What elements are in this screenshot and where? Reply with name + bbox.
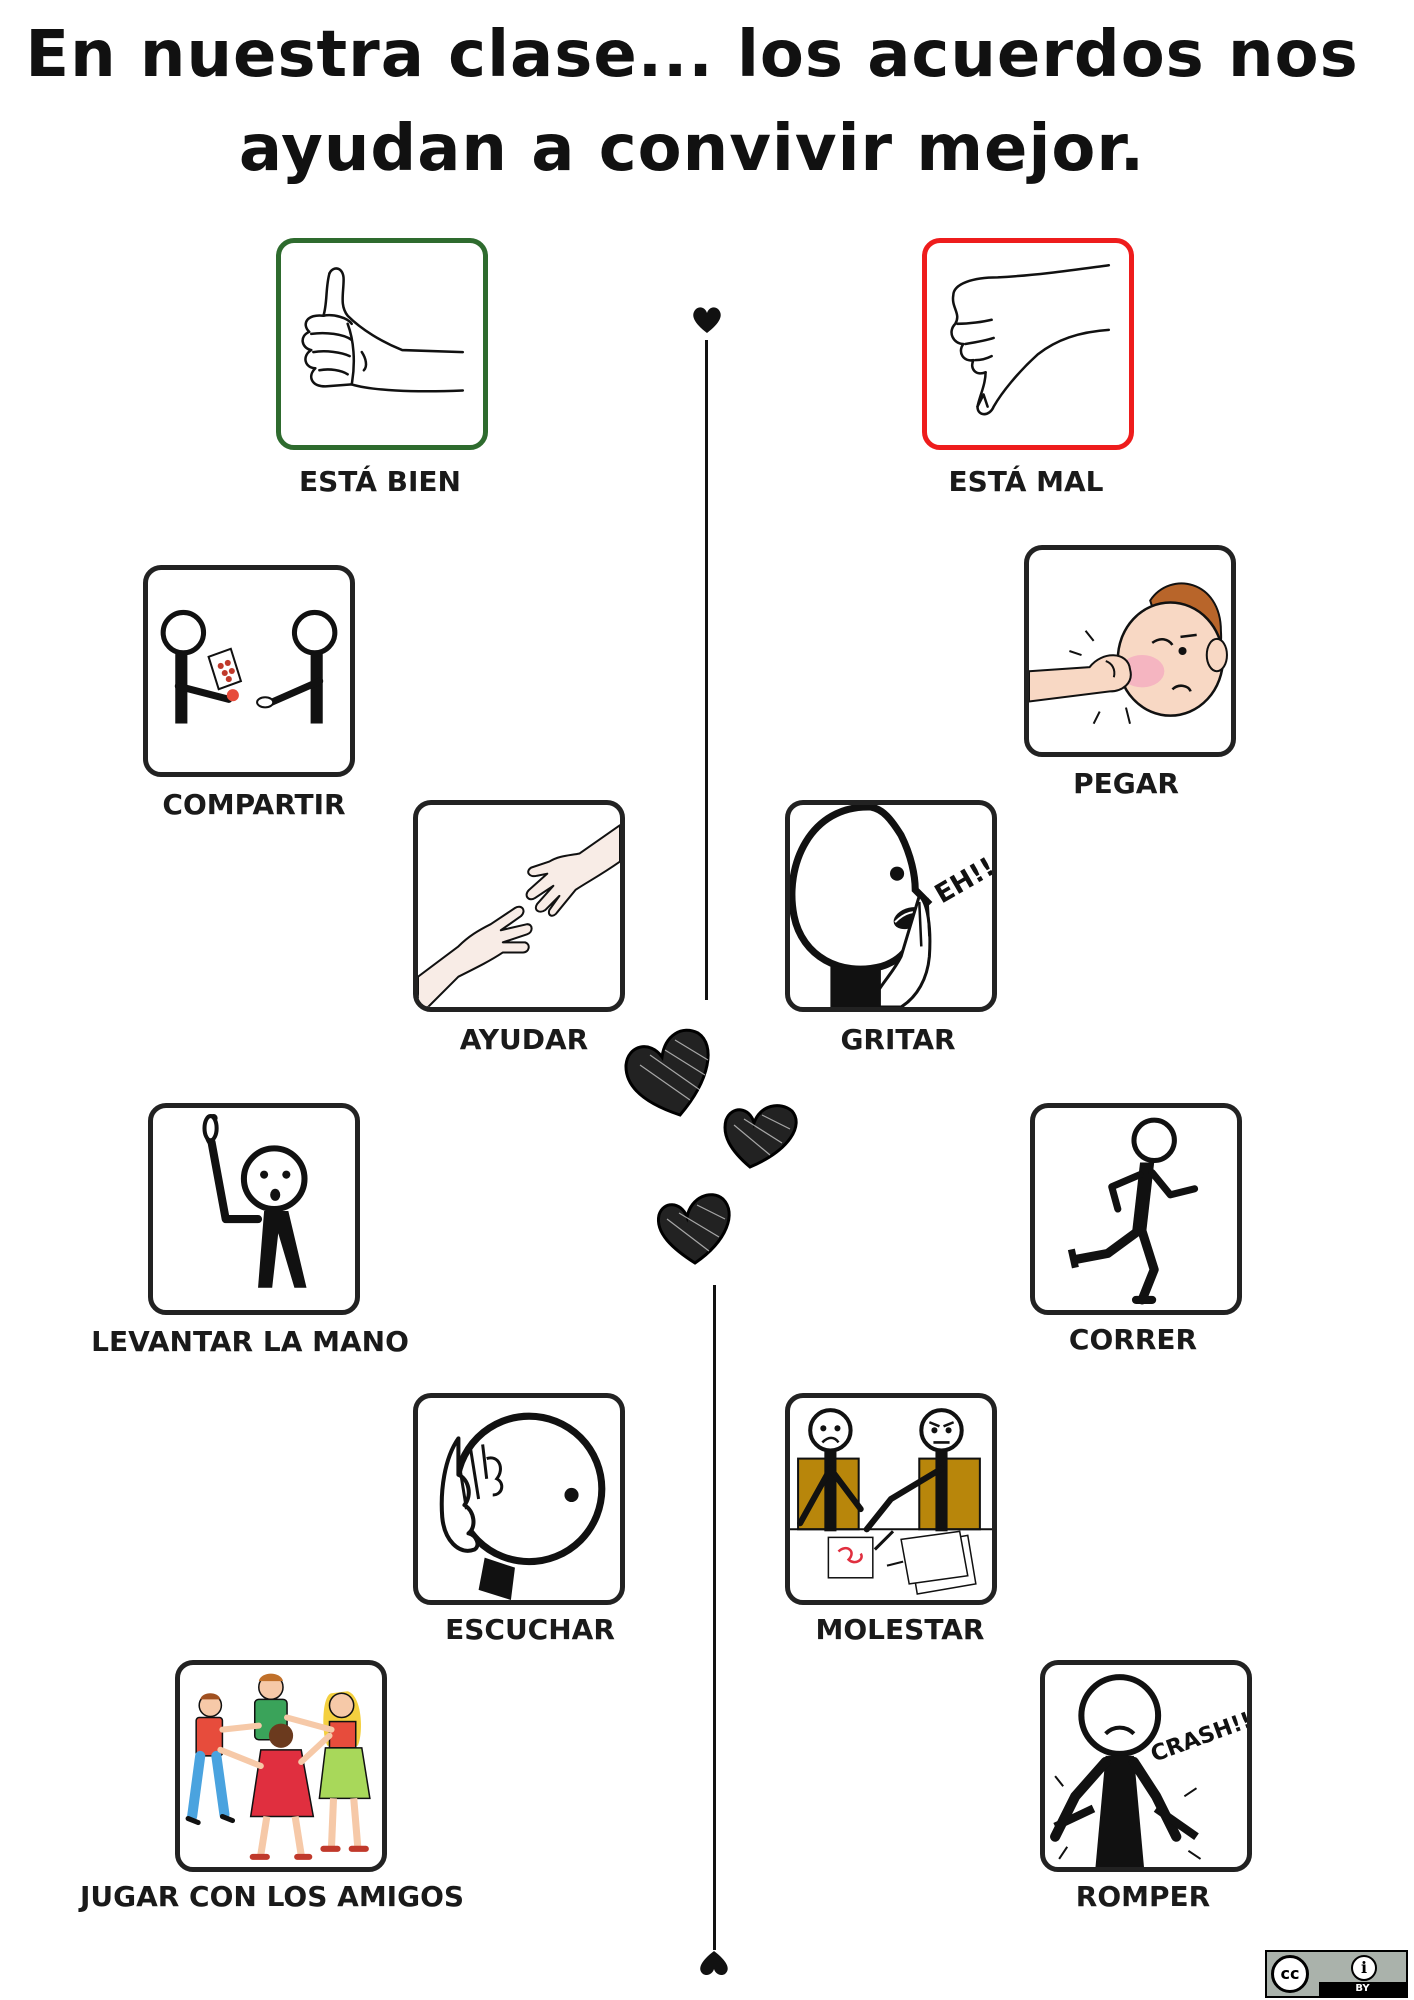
page-title-line-1: En nuestra clase... los acuerdos nos [25,18,1359,92]
helping-hands-icon [418,824,620,1007]
play-friends-card [175,1660,387,1872]
bother-card [785,1393,997,1605]
run-card [1030,1103,1242,1315]
share-label: COMPARTIR [162,788,346,821]
cc-icon: cc [1271,1955,1309,1993]
play-friends-label: JUGAR CON LOS AMIGOS [79,1880,465,1913]
run-label: CORRER [1068,1323,1198,1356]
breaking-object-icon: CRASH!! [1050,1674,1247,1867]
page-title-line-2: ayudan a convivir mejor. [238,112,1146,186]
bad-header-label: ESTÁ MAL [948,465,1104,498]
divider-line-bottom [713,1285,716,1950]
thumbs-up-icon [301,267,465,393]
shout-label: GRITAR [840,1023,956,1056]
scribble-heart-icon-2 [723,1104,798,1169]
crash-text: CRASH!! [1147,1707,1247,1768]
by-label: BY [1319,1982,1406,1996]
shout-text: EH!! [930,852,992,910]
help-label: AYUDAR [459,1023,589,1056]
listen-label: ESCUCHAR [445,1613,615,1646]
heart-icon-top [693,307,721,333]
thumbs-down-card [922,238,1134,450]
cc-by-license-badge: cc i BY [1265,1950,1408,1998]
raise-hand-card [148,1103,360,1315]
bother-label: MOLESTAR [815,1613,985,1646]
shout-card: EH!! [785,800,997,1012]
running-person-icon [1067,1117,1199,1305]
raised-hand-icon [202,1114,308,1288]
help-card [413,800,625,1012]
shouting-face-icon: EH!! [790,805,992,1007]
good-header-label: ESTÁ BIEN [299,465,461,498]
divider-line-top [705,340,708,1000]
hit-card [1024,545,1236,757]
children-playing-icon [185,1673,371,1860]
heart-icon-bottom [700,1951,728,1976]
break-card: CRASH!! [1040,1660,1252,1872]
hitting-face-icon [1029,582,1228,725]
thumbs-down-icon [950,263,1111,416]
share-card [143,565,355,777]
attribution-icon: i [1351,1955,1377,1981]
bothering-classmates-icon [790,1408,992,1595]
scribble-heart-icon-3 [656,1193,731,1265]
listen-card [413,1393,625,1605]
hit-label: PEGAR [1073,767,1179,800]
listening-ear-icon [439,1412,606,1600]
raise-hand-label: LEVANTAR LA MANO [91,1325,409,1358]
break-label: ROMPER [1075,1880,1211,1913]
thumbs-up-card [276,238,488,450]
sharing-people-icon [160,609,338,724]
scribble-heart-icon-1 [624,1028,710,1117]
